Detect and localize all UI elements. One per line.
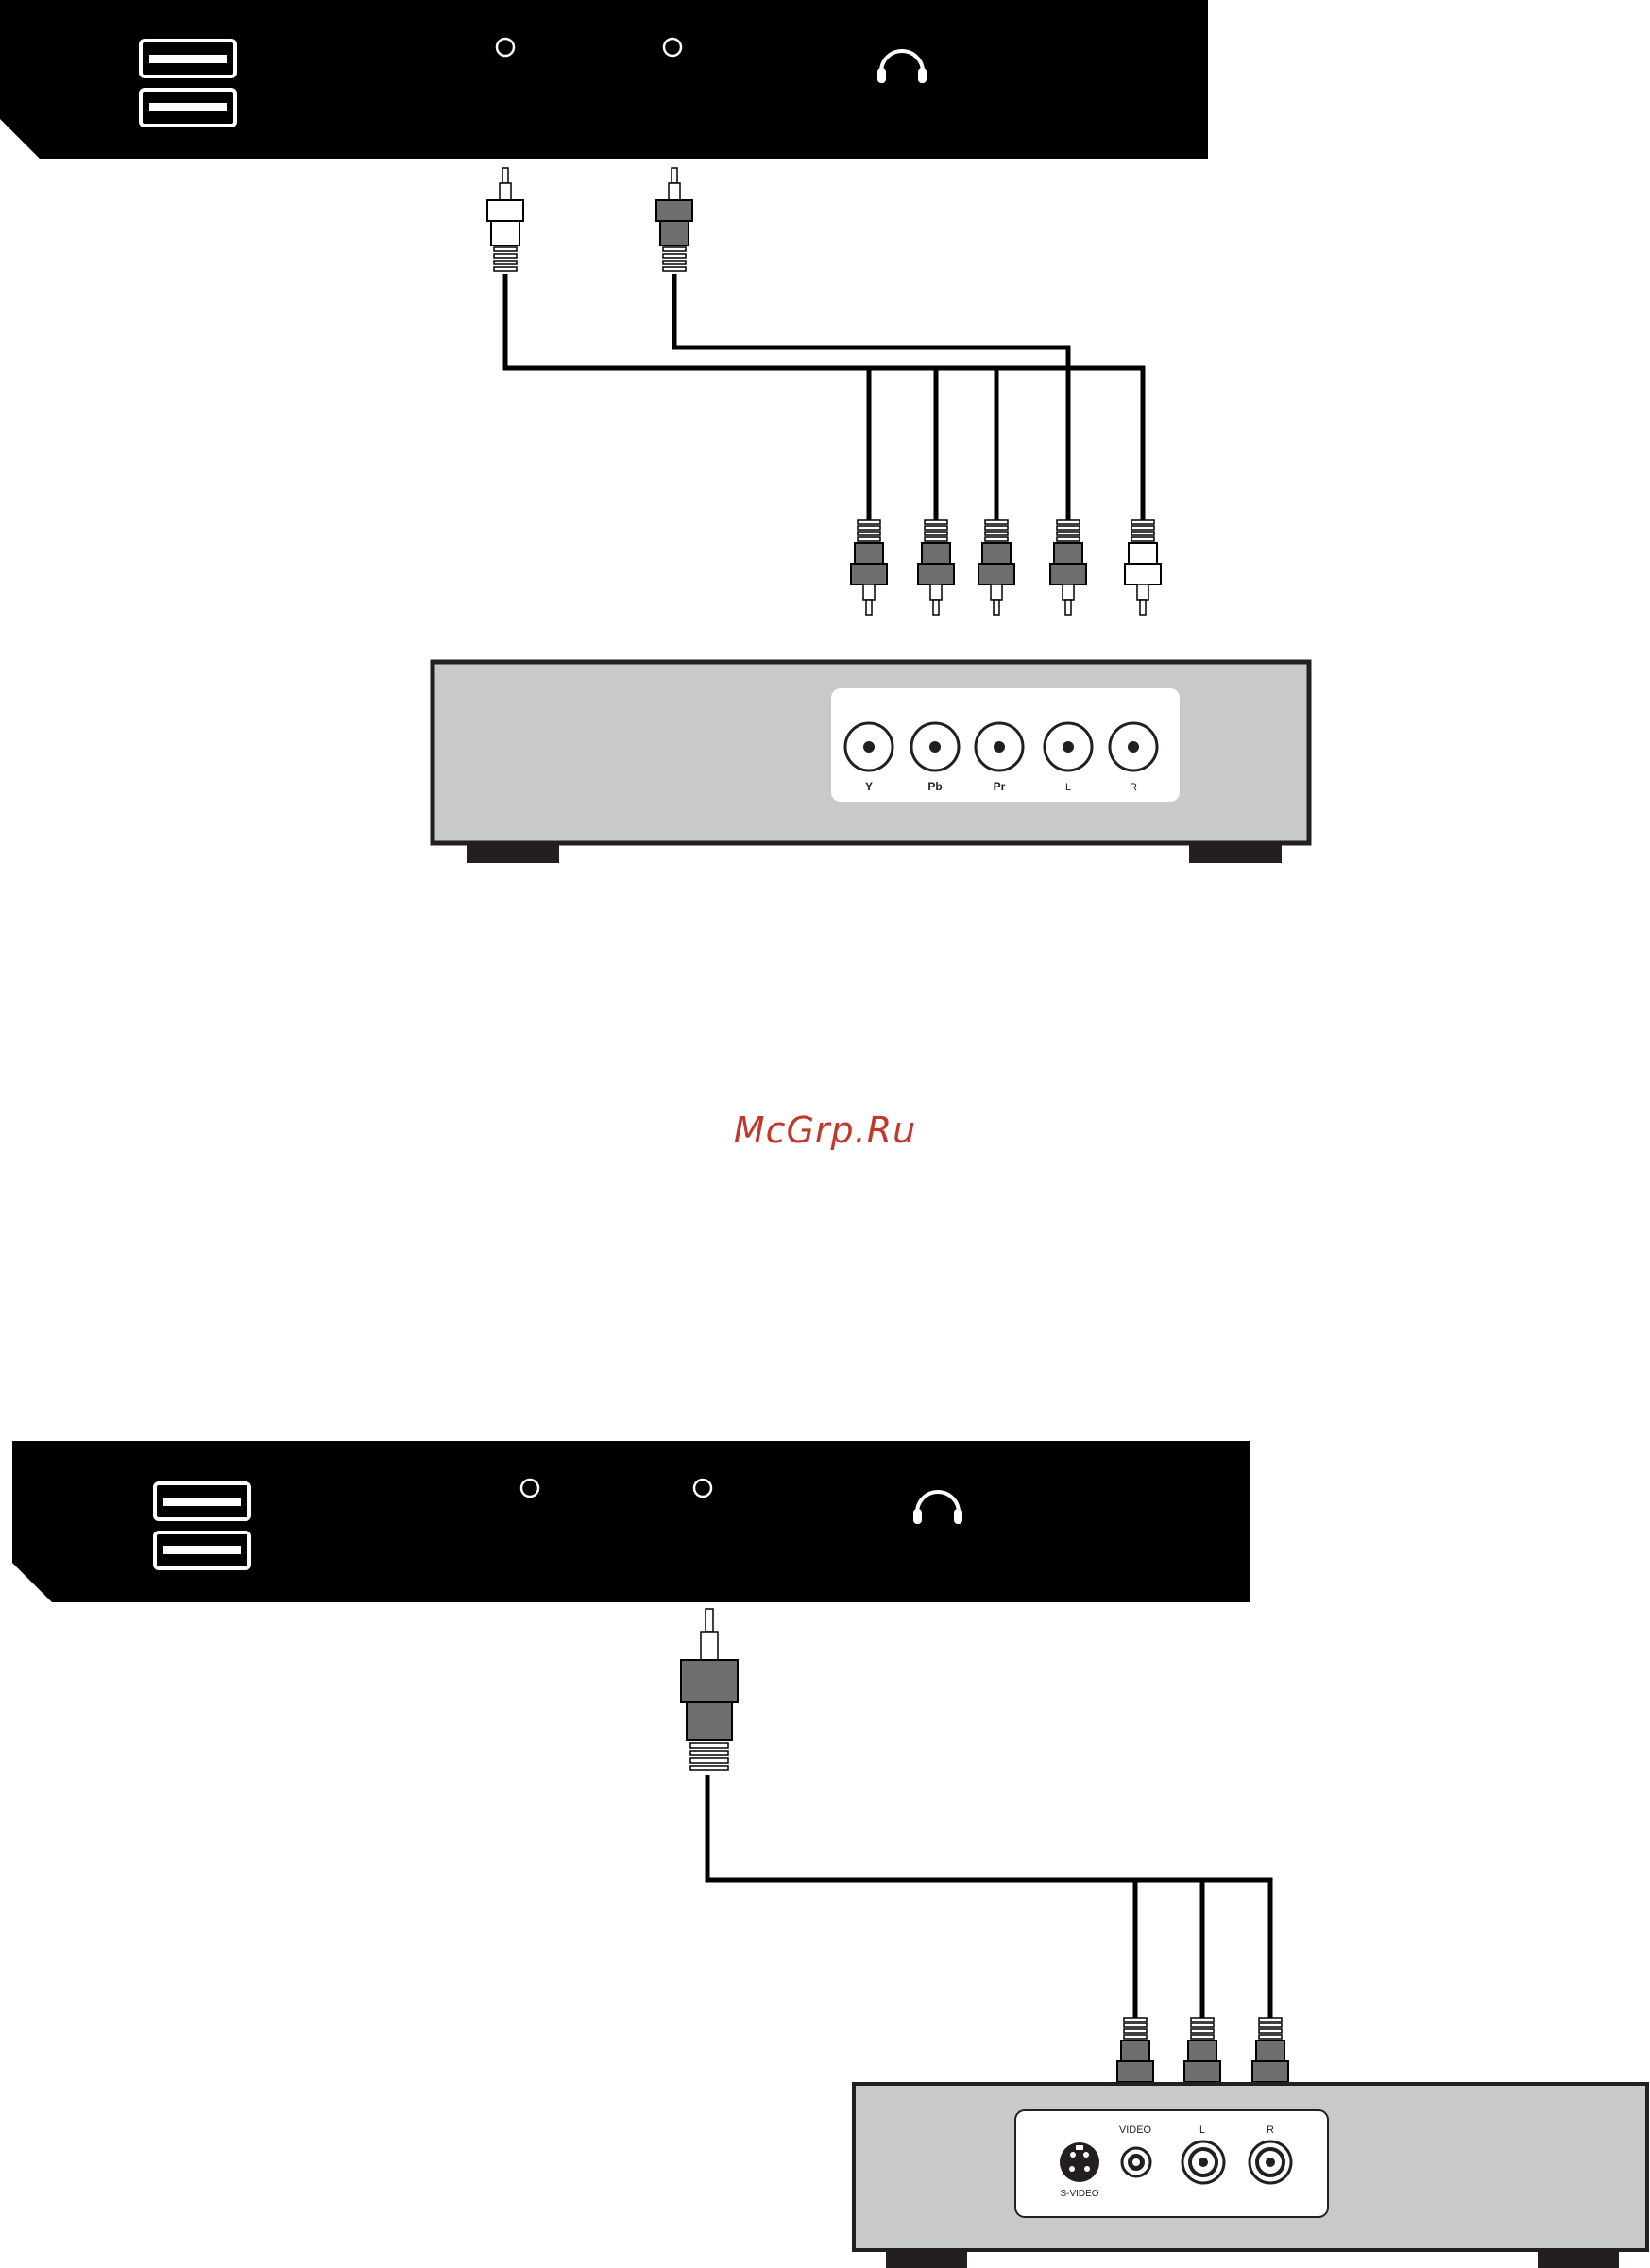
top-diagram: Y Pb Pr L R	[0, 0, 1309, 863]
plug-bottom-source	[681, 1609, 738, 1770]
jack-label-y: Y	[865, 780, 873, 793]
component-jack-1	[911, 723, 959, 770]
cables-bottom	[707, 1775, 1270, 2018]
plug-y	[851, 520, 887, 615]
port-label-svideo: S-VIDEO	[1060, 2189, 1098, 2199]
jack-label-l: L	[1065, 782, 1071, 793]
plug-l	[1050, 520, 1086, 615]
plug-top-white	[487, 168, 523, 271]
jack-label-pb: Pb	[927, 780, 942, 793]
bottom-diagram: S-VIDEO VIDEO L R	[12, 1441, 1647, 2268]
watermark: McGrp.Ru	[0, 1109, 1650, 1151]
plug-label-video: VIDEO	[1119, 2124, 1152, 2136]
plug-pr	[978, 520, 1014, 615]
lower-plugs-top	[851, 520, 1161, 615]
component-jack-2	[976, 723, 1023, 770]
plug-pb	[918, 520, 954, 615]
plug-label-r: R	[1267, 2124, 1274, 2136]
component-jack-4	[1110, 723, 1157, 770]
receiver-top: Y Pb Pr L R	[433, 662, 1309, 863]
cables-top	[505, 274, 1143, 522]
jack-label-pr: Pr	[994, 780, 1006, 793]
source-device-bottom	[12, 1441, 1250, 1602]
component-jack-0	[845, 723, 893, 770]
component-jack-3	[1045, 723, 1092, 770]
jack-label-r: R	[1130, 782, 1137, 793]
source-device-top	[0, 0, 1208, 159]
receiver-bottom: S-VIDEO	[854, 2084, 1647, 2268]
plug-label-l: L	[1199, 2124, 1205, 2136]
plug-top-gray	[656, 168, 692, 271]
plug-r	[1125, 520, 1161, 615]
